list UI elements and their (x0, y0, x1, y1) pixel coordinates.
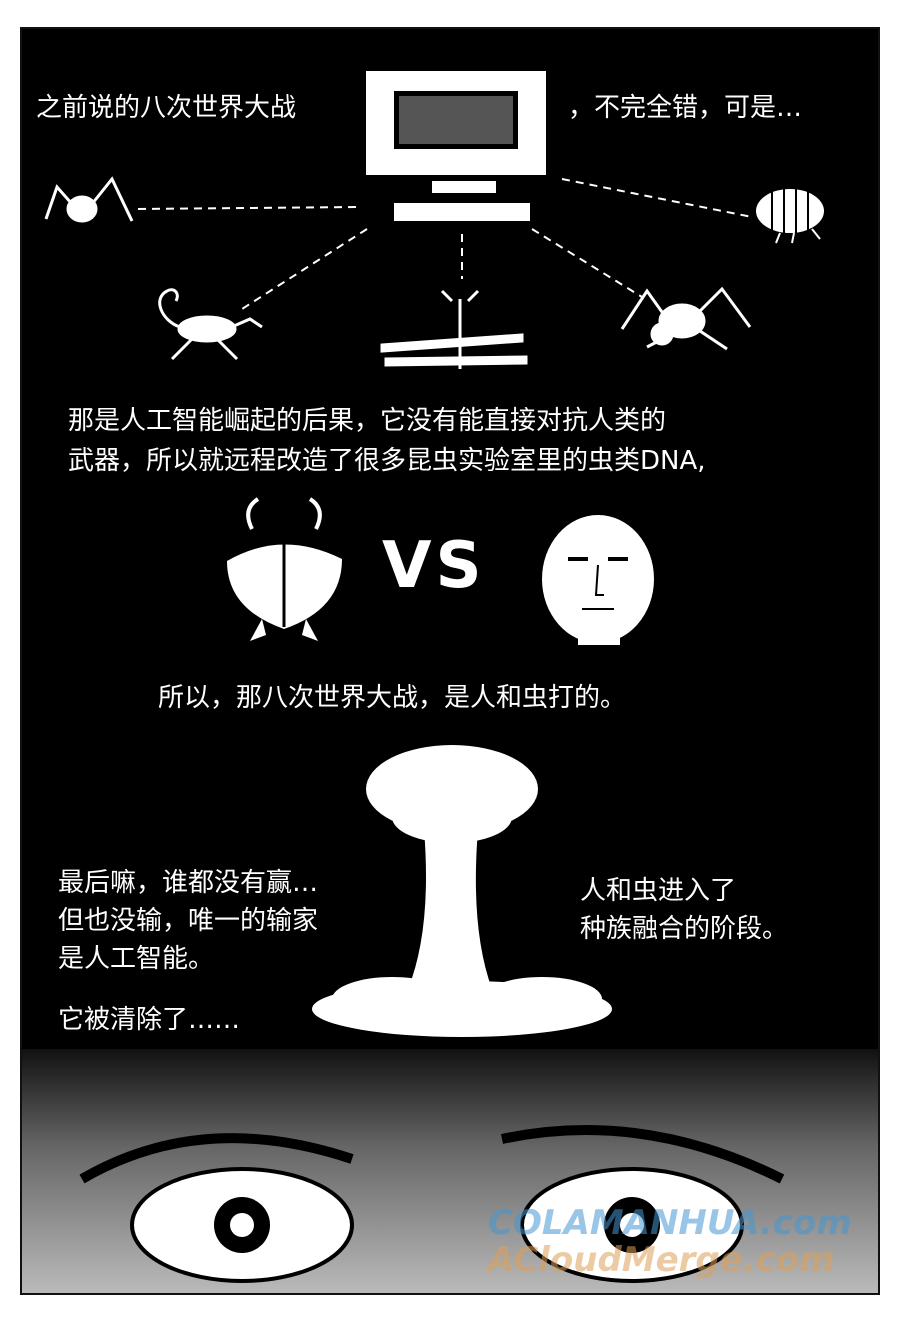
caption-fusion-line2: 种族融合的阶段。 (580, 914, 789, 944)
monitor-base (394, 203, 530, 221)
monitor-stand (432, 181, 496, 193)
watermark-line1: COLAMANHUA.com (488, 1203, 852, 1243)
mushroom-cloud-icon (312, 745, 612, 1037)
caption-outcome: 最后嘛，谁都没有赢… 但也没输，唯一的输家 是人工智能。 (58, 864, 318, 978)
caption-fusion-line1: 人和虫进入了 (580, 876, 737, 906)
caption-intro-after: ，不完全错，可是… (568, 93, 803, 123)
staring-eyes-icon (22, 1049, 878, 1293)
caption-outcome-line3: 是人工智能。 (58, 944, 215, 974)
comic-panel: 之前说的八次世界大战 ，不完全错，可是… 那是人工智能崛起的后果，它没有能直接对… (20, 27, 880, 1295)
caption-ai-cleared: 它被清除了…… (58, 1005, 241, 1035)
caption-outcome-line1: 最后嘛，谁都没有赢… (58, 868, 319, 898)
caption-ai-explanation: 那是人工智能崛起的后果，它没有能直接对抗人类的 武器，所以就远程改造了很多昆虫实… (68, 401, 706, 481)
caption-war-summary: 所以，那八次世界大战，是人和虫打的。 (158, 683, 627, 713)
human-head-icon (542, 515, 654, 645)
caption-fusion: 人和虫进入了 种族融合的阶段。 (580, 872, 788, 948)
mantis-head-icon (227, 497, 342, 641)
computer-monitor-icon (366, 71, 546, 175)
caption-intro-before: 之前说的八次世界大战 (36, 93, 297, 123)
caption-outcome-line2: 但也没输，唯一的输家 (58, 906, 319, 936)
versus-label: VS (382, 529, 486, 603)
caption-ai-line2: 武器，所以就远程改造了很多昆虫实验室里的虫类DNA, (68, 446, 706, 476)
watermark-line2: ACloudMerge.com (488, 1240, 835, 1280)
tarantula-icon (620, 286, 752, 351)
spider-icon (44, 176, 134, 223)
illustration-layer (44, 176, 824, 1037)
isopod-icon (756, 189, 824, 244)
scorpion-icon (158, 288, 263, 361)
dragonfly-icon (380, 289, 528, 369)
caption-ai-line1: 那是人工智能崛起的后果，它没有能直接对抗人类的 (68, 406, 667, 436)
